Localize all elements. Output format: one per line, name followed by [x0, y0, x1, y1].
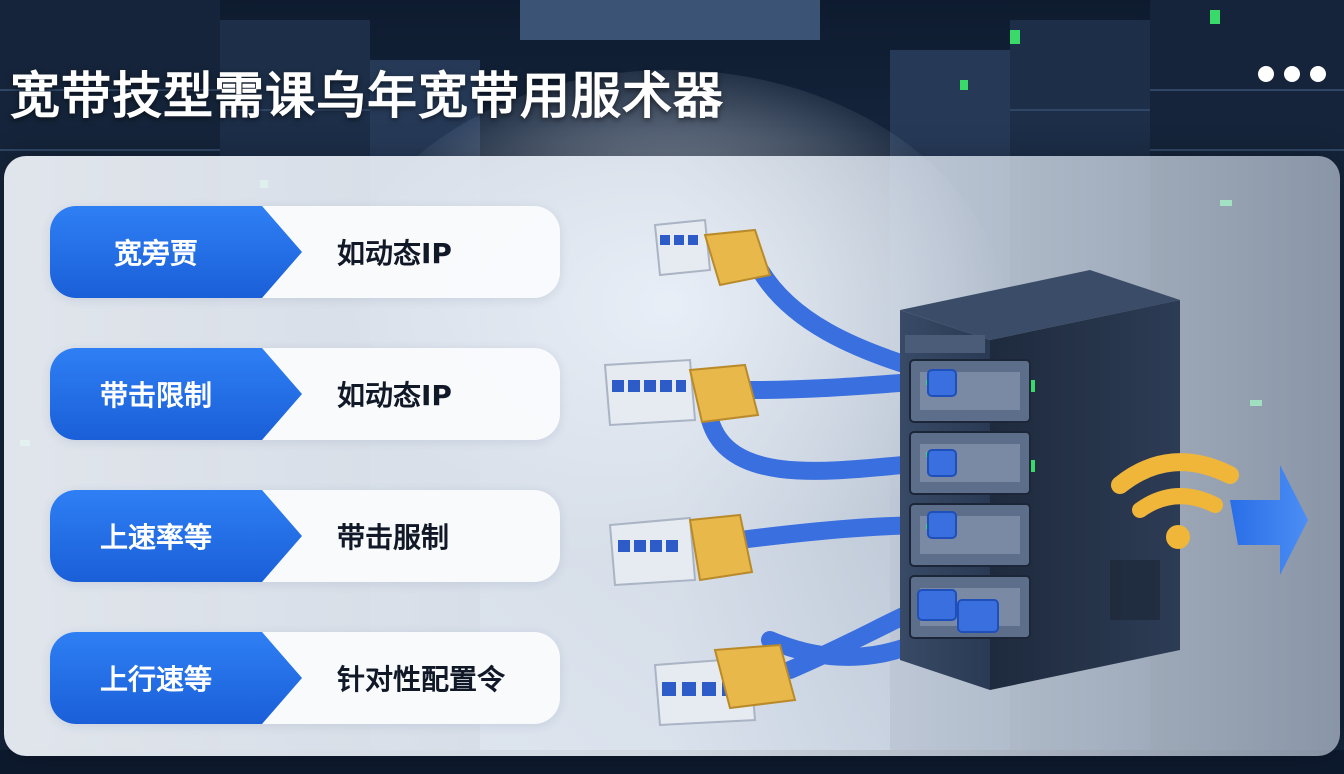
wifi-icon	[1111, 453, 1239, 549]
ethernet-connector-icon	[653, 643, 797, 727]
more-dots-icon[interactable]	[1258, 66, 1326, 82]
feature-row: 宽旁贾 如动态IP	[50, 206, 560, 298]
dot	[1258, 66, 1274, 82]
feature-label: 宽旁贾	[50, 206, 302, 298]
feature-value: 带击服制	[337, 521, 450, 554]
ethernet-connector-icon	[608, 513, 754, 587]
feature-label: 上速率等	[50, 490, 302, 582]
dot	[1284, 66, 1300, 82]
server-illustration	[590, 200, 1330, 740]
feature-label: 带击限制	[50, 348, 302, 440]
feature-value: 如动态IP	[337, 237, 452, 270]
feature-row: 上速率等 带击服制	[50, 490, 560, 582]
feature-row: 上行速等 针对性配置令	[50, 632, 560, 724]
page-title: 宽带技型需课乌年宽带用服术器	[10, 67, 724, 125]
feature-list: 宽旁贾 如动态IP 带击限制 如动态IP 上速率等 带击服制 上行速等 针对性配…	[50, 206, 560, 774]
dot	[1310, 66, 1326, 82]
arrow-right-icon	[1230, 465, 1308, 575]
feature-row: 带击限制 如动态IP	[50, 348, 560, 440]
feature-value: 如动态IP	[337, 379, 452, 412]
cable-plugs	[917, 369, 999, 633]
feature-value: 针对性配置令	[337, 663, 506, 696]
ethernet-connector-icon	[653, 218, 772, 287]
ethernet-connector-icon	[603, 358, 760, 427]
feature-label: 上行速等	[50, 632, 302, 724]
